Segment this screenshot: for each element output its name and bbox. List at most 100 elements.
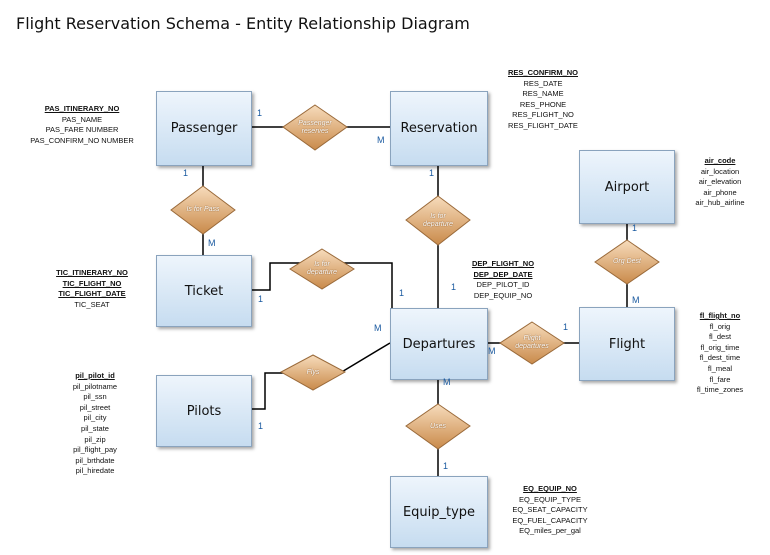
attr: PAS_FARE NUMBER — [45, 125, 119, 135]
diamond-is-for-pass — [170, 185, 236, 235]
attr: fl_meal — [707, 363, 733, 373]
attr: RES_PHONE — [519, 99, 567, 109]
entity-reservation[interactable]: Reservation — [390, 91, 488, 166]
diagram-title: Flight Reservation Schema - Entity Relat… — [16, 14, 470, 33]
attr: air_hub_airline — [695, 198, 745, 208]
diamond-uses — [405, 403, 471, 450]
rel-text: Is for — [314, 261, 330, 268]
card-passenger-reserves-right: M — [377, 135, 385, 145]
entity-pilots[interactable]: Pilots — [156, 375, 252, 447]
card-equip-departures-bottom: 1 — [443, 461, 449, 471]
attr: EQ_FUEL_CAPACITY — [512, 515, 588, 525]
attr: pil_city — [83, 413, 107, 423]
attr-pk: EQ_EQUIP_NO — [523, 484, 577, 493]
entity-departures[interactable]: Departures — [390, 308, 488, 380]
attr: PAS_CONFIRM_NO NUMBER — [30, 135, 134, 145]
diamond-org-dest — [594, 239, 660, 285]
entity-passenger[interactable]: Passenger — [156, 91, 252, 166]
entity-flight[interactable]: Flight — [579, 307, 675, 381]
entity-airport[interactable]: Airport — [579, 150, 675, 224]
attr: RES_FLIGHT_NO — [512, 110, 574, 120]
rel-text: Flys — [306, 368, 320, 376]
attrs-ticket: TIC_ITINERARY_NO TIC_FLIGHT_NO TIC_FLIGH… — [40, 268, 144, 310]
card-pilots-departures-right: M — [374, 323, 382, 333]
attr: fl_orig — [709, 321, 731, 331]
card-flight-departures-left: M — [488, 346, 496, 356]
attr: fl_dest_time — [699, 353, 741, 363]
attr: DEP_PILOT_ID — [476, 280, 530, 290]
attr: fl_time_zones — [696, 385, 744, 395]
attr: EQ_SEAT_CAPACITY — [512, 505, 588, 515]
card-reservation-departures-top: 1 — [429, 168, 435, 178]
attr-pk: DEP_FLIGHT_NO — [471, 259, 535, 268]
rel-label-uses: Uses — [406, 404, 470, 449]
attr-pk: PAS_ITINERARY_NO — [44, 104, 120, 113]
rel-text: reserves — [301, 127, 329, 135]
attr: PAS_NAME — [61, 114, 103, 124]
attr: EQ_EQUIP_TYPE — [518, 494, 582, 504]
attrs-airport: air_code air_location air_elevation air_… — [680, 156, 760, 209]
diamond-flight-departures — [499, 321, 565, 365]
rel-label-flys: Flys — [281, 355, 345, 390]
attr: pil_zip — [84, 434, 106, 444]
attr: air_elevation — [698, 177, 742, 187]
attr: fl_orig_time — [700, 342, 740, 352]
attr: pil_pilotname — [72, 381, 118, 391]
rel-text: Uses — [430, 422, 446, 430]
entity-ticket[interactable]: Ticket — [156, 255, 252, 327]
attr: pil_hiredate — [75, 466, 115, 476]
attr: pil_street — [79, 402, 111, 412]
rel-label-is-for-pass: Is for Pass — [171, 186, 235, 234]
attr-pk: TIC_FLIGHT_DATE — [58, 289, 126, 299]
attr: pil_state — [81, 423, 109, 433]
line-pilots-departures — [250, 342, 391, 410]
attr: RES_NAME — [522, 89, 564, 99]
card-ticket-departures-left: 1 — [258, 294, 264, 304]
attrs-flight: fl_flight_no fl_orig fl_dest fl_orig_tim… — [680, 311, 760, 396]
diamond-flys — [279, 354, 347, 391]
attr-pk: air_code — [704, 156, 736, 165]
diamond-is-for-departure-tic — [289, 248, 355, 290]
card-passenger-ticket-bottom: M — [208, 238, 216, 248]
attr: RES_DATE — [523, 78, 563, 88]
rel-label-org-dest: Org Dest — [595, 240, 659, 284]
attr: pil_brthdate — [75, 455, 115, 465]
diamond-passenger-reserves — [282, 104, 348, 151]
rel-text: departure — [307, 269, 337, 276]
attrs-equip-type: EQ_EQUIP_NO EQ_EQUIP_TYPE EQ_SEAT_CAPACI… — [498, 484, 602, 537]
attr-pk: RES_CONFIRM_NO — [507, 68, 578, 77]
attr-pk: TIC_ITINERARY_NO — [56, 268, 128, 277]
attrs-pilots: pil_pilot_id pil_pilotname pil_ssn pil_s… — [50, 371, 140, 477]
rel-text: Passenger — [298, 119, 332, 127]
attrs-reservation: RES_CONFIRM_NO RES_DATE RES_NAME RES_PHO… — [490, 68, 596, 132]
attr: RES_FLIGHT_DATE — [508, 120, 578, 130]
attr-pk: TIC_FLIGHT_NO — [62, 278, 122, 288]
attr: EQ_miles_per_gal — [519, 526, 581, 536]
rel-text: departures — [515, 343, 549, 350]
attr-pk: fl_flight_no — [699, 311, 741, 320]
rel-text: Is for Pass — [186, 206, 220, 213]
card-pilots-departures-left: 1 — [258, 421, 264, 431]
attr-pk: pil_pilot_id — [75, 371, 115, 380]
attr: TIC_SEAT — [74, 299, 110, 309]
attr: air_phone — [703, 187, 737, 197]
rel-text: Org Dest — [612, 258, 641, 265]
attr: pil_flight_pay — [73, 445, 117, 455]
card-passenger-reserves-left: 1 — [257, 108, 263, 118]
attr: fl_fare — [709, 374, 731, 384]
attr: fl_dest — [708, 332, 732, 342]
card-reservation-departures-bottom: 1 — [451, 282, 457, 292]
diamond-is-for-departure-res — [405, 195, 471, 246]
rel-text: departure — [423, 220, 453, 228]
attr-pk: DEP_DEP_DATE — [473, 269, 533, 279]
attrs-passenger: PAS_ITINERARY_NO PAS_NAME PAS_FARE NUMBE… — [20, 104, 144, 146]
entity-equip-type[interactable]: Equip_type — [390, 476, 488, 548]
attr: air_location — [700, 166, 740, 176]
card-passenger-ticket-top: 1 — [183, 168, 189, 178]
card-airport-flight-top: 1 — [632, 223, 638, 233]
rel-text: Flight — [523, 335, 541, 342]
